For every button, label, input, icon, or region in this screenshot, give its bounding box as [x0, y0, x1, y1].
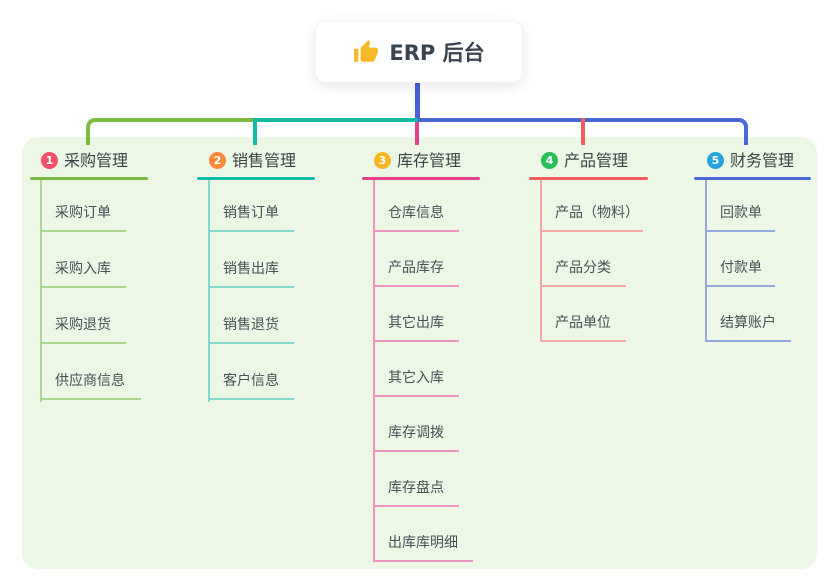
branch-2-badge: 2	[209, 152, 226, 169]
branch-3-child-3[interactable]: 其它入库	[388, 370, 444, 386]
branch-3-child-5-underline	[373, 505, 459, 507]
branch-3-child-5[interactable]: 库存盘点	[388, 480, 444, 496]
branch-4-child-rail	[540, 180, 542, 342]
branch-1-child-2-underline	[40, 342, 126, 344]
connector-drop-product	[581, 118, 585, 145]
branch-4-child-0[interactable]: 产品（物料）	[555, 205, 639, 221]
branch-2-child-3-underline	[208, 398, 294, 400]
branch-3-child-2-underline	[373, 340, 459, 342]
branch-2-child-0[interactable]: 销售订单	[223, 205, 279, 221]
branch-1-badge: 1	[41, 152, 58, 169]
branch-3-child-0[interactable]: 仓库信息	[388, 205, 444, 221]
branch-2-child-1-underline	[208, 286, 294, 288]
branch-1-child-1-underline	[40, 286, 126, 288]
board	[22, 137, 817, 569]
branch-2-child-rail	[208, 180, 210, 402]
branch-2-underline	[197, 177, 315, 180]
branch-1-child-0-underline	[40, 230, 126, 232]
branch-5-child-1-underline	[705, 285, 775, 287]
branch-4-underline	[529, 177, 648, 180]
branch-5-header[interactable]: 财务管理	[730, 151, 795, 170]
branch-2-header[interactable]: 销售管理	[232, 151, 297, 170]
branch-2-child-2[interactable]: 销售退货	[223, 317, 279, 333]
branch-2-child-1[interactable]: 销售出库	[223, 261, 279, 277]
connector-bus-sales	[253, 118, 418, 145]
branch-5-child-0[interactable]: 回款单	[720, 205, 762, 221]
branch-1-header[interactable]: 采购管理	[64, 151, 129, 170]
branch-3-child-6[interactable]: 出库库明细	[388, 535, 458, 551]
branch-4-child-1[interactable]: 产品分类	[555, 260, 611, 276]
branch-4-child-1-underline	[540, 285, 626, 287]
branch-5-child-2-underline	[705, 340, 791, 342]
branch-1-child-1[interactable]: 采购入库	[55, 261, 111, 277]
branch-1-child-3-underline	[40, 398, 141, 400]
connector-trunk	[415, 82, 420, 118]
branch-5-badge: 5	[707, 152, 724, 169]
branch-4-child-2-underline	[540, 340, 626, 342]
branch-4-child-2[interactable]: 产品单位	[555, 315, 611, 331]
connector-drop-inventory	[415, 122, 419, 145]
branch-3-child-1-underline	[373, 285, 459, 287]
branch-1-underline	[30, 177, 148, 180]
branch-3-child-4-underline	[373, 450, 459, 452]
branch-3-child-rail	[373, 180, 375, 562]
connector-bus-purchase	[86, 118, 253, 145]
branch-2-child-3[interactable]: 客户信息	[223, 373, 279, 389]
branch-3-child-6-underline	[373, 560, 473, 562]
branch-3-badge: 3	[374, 152, 391, 169]
branch-5-child-1[interactable]: 付款单	[720, 260, 762, 276]
branch-5-child-0-underline	[705, 230, 775, 232]
branch-1-child-rail	[40, 180, 42, 402]
thumbs-up-icon	[354, 40, 379, 62]
branch-2-child-2-underline	[208, 342, 294, 344]
branch-3-child-4[interactable]: 库存调拨	[388, 425, 444, 441]
branch-4-header[interactable]: 产品管理	[564, 151, 629, 170]
branch-5-child-rail	[705, 180, 707, 342]
branch-1-child-2[interactable]: 采购退货	[55, 317, 111, 333]
branch-3-child-1[interactable]: 产品库存	[388, 260, 444, 276]
branch-4-badge: 4	[541, 152, 558, 169]
root-node[interactable]: ERP 后台	[315, 21, 523, 83]
branch-1-child-3[interactable]: 供应商信息	[55, 373, 125, 389]
root-title: ERP 后台	[389, 41, 485, 65]
branch-1-child-0[interactable]: 采购订单	[55, 205, 111, 221]
branch-5-underline	[694, 177, 811, 180]
branch-5-child-2[interactable]: 结算账户	[720, 315, 776, 331]
branch-3-header[interactable]: 库存管理	[397, 151, 462, 170]
branch-4-child-0-underline	[540, 230, 643, 232]
branch-3-underline	[362, 177, 480, 180]
branch-2-child-0-underline	[208, 230, 294, 232]
branch-3-child-2[interactable]: 其它出库	[388, 315, 444, 331]
branch-3-child-3-underline	[373, 395, 459, 397]
branch-3-child-0-underline	[373, 230, 459, 232]
